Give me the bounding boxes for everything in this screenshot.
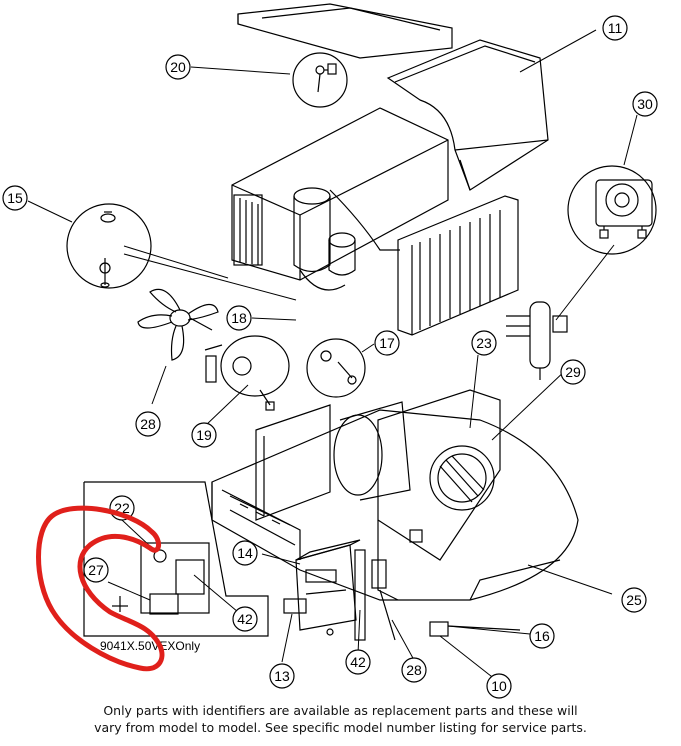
sensor-icon [320, 350, 357, 385]
motor-icon [595, 179, 653, 239]
caption-line-2: vary from model to model. See specific m… [94, 720, 587, 735]
callout-11: 11 [608, 20, 623, 36]
compressor [293, 187, 400, 291]
callout-42-inset: 42 [237, 611, 253, 627]
callout-numbers: 11 20 30 15 18 17 23 29 28 19 22 14 27 4… [7, 20, 653, 694]
callout-circle-42a [232, 606, 258, 632]
callout-28-fan: 28 [140, 416, 156, 432]
callout-circle-17 [374, 330, 400, 356]
detail-circle-valve [292, 52, 348, 108]
callout-circle-11 [602, 15, 628, 41]
callout-16: 16 [534, 628, 550, 644]
caption: Only parts with identifiers are availabl… [0, 702, 681, 736]
cover-shroud [386, 39, 549, 191]
valve-icon [315, 63, 337, 93]
inset-model-label: 9041X.50VEXOnly [100, 639, 200, 653]
callout-42-bracket: 42 [350, 654, 366, 670]
callout-25: 25 [626, 592, 642, 608]
callout-30: 30 [637, 96, 653, 112]
callout-17: 17 [379, 335, 395, 351]
callout-circle-23 [471, 330, 497, 356]
callout-18: 18 [231, 310, 247, 326]
side-panel [255, 404, 331, 521]
condenser-fan-blade [137, 288, 219, 361]
capacitor-bracket [506, 301, 568, 380]
callout-circle-19 [191, 422, 217, 448]
callout-28-bracket: 28 [406, 662, 422, 678]
callout-29: 29 [565, 364, 581, 380]
top-cover-panel [237, 3, 453, 59]
upper-chassis-frame [231, 107, 449, 281]
callout-19: 19 [196, 427, 212, 443]
callout-circle-10 [486, 673, 512, 699]
callout-circle-20 [165, 54, 191, 80]
electrical-control-box [295, 539, 361, 636]
mount-bracket [354, 549, 396, 641]
callout-15: 15 [7, 190, 23, 206]
leader-lines [27, 29, 638, 681]
callout-14: 14 [237, 545, 253, 561]
callout-circle-18 [226, 305, 252, 331]
callout-23: 23 [476, 335, 492, 351]
lower-chassis-base [211, 409, 579, 601]
callout-circle-13 [269, 663, 295, 689]
callout-circle-28a [135, 411, 161, 437]
blower-housing [377, 389, 501, 601]
callout-circle-27 [83, 557, 109, 583]
callout-circle-15 [2, 185, 28, 211]
callout-circle-14 [232, 540, 258, 566]
callout-circle-28b [401, 657, 427, 683]
callout-circle-16 [529, 623, 555, 649]
caption-line-1: Only parts with identifiers are availabl… [103, 703, 578, 718]
red-highlight-loop [36, 505, 165, 672]
detail-circle-fan-hub [66, 203, 152, 289]
air-duct [333, 401, 411, 501]
drain-fitting [429, 621, 521, 637]
callout-circle-29 [560, 359, 586, 385]
callout-27: 27 [88, 562, 104, 578]
control-plate [283, 598, 307, 614]
evaporator-coil [397, 195, 519, 336]
callout-circle-25 [621, 587, 647, 613]
detail-circle-thermostat [306, 338, 366, 398]
callout-20: 20 [170, 59, 186, 75]
callout-13: 13 [274, 668, 290, 684]
inset-box [83, 481, 269, 637]
callout-circle-42b [345, 649, 371, 675]
fan-motor-assembly [204, 335, 290, 411]
callout-circle-30 [632, 91, 658, 117]
detail-circle-motor [567, 165, 657, 255]
fan-hub-icon [99, 211, 116, 288]
callout-circles [2, 15, 658, 699]
callout-10: 10 [491, 678, 507, 694]
